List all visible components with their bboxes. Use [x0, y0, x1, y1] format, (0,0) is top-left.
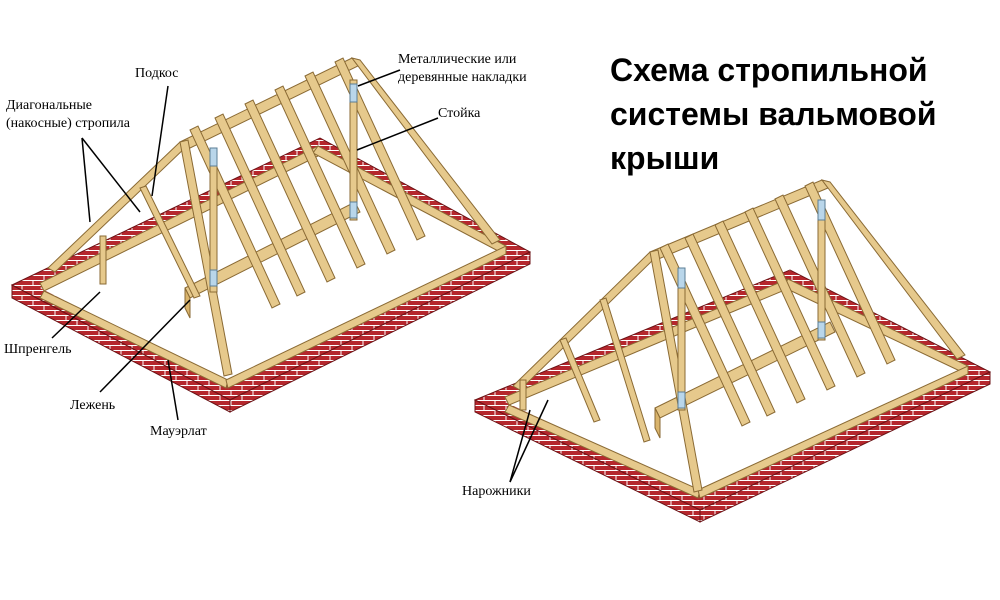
right-roof-model: [473, 179, 992, 523]
page-title: Схема стропильной системы вальмовой крыш…: [610, 48, 937, 180]
title-line-3: крыши: [610, 140, 720, 176]
right-diagonal-rafters: [512, 179, 966, 493]
label-diagonal-line2: (накосные) стропила: [6, 116, 130, 131]
leader-lines: [51, 69, 549, 483]
label-lezhen: Лежень: [70, 398, 116, 413]
label-nakladki-line2: деревянные накладки: [398, 70, 527, 85]
left-metal-plates: [209, 83, 358, 287]
label-shprengel: Шпренгель: [4, 342, 72, 357]
right-narozhniki: [559, 297, 651, 443]
left-mauerlat: [39, 145, 507, 389]
label-narozhniki: Нарожники: [462, 484, 531, 499]
right-metal-plates: [677, 199, 826, 409]
left-roof-model: [10, 57, 532, 413]
title-line-1: Схема стропильной: [610, 52, 928, 88]
left-struts: [99, 79, 358, 299]
label-nakladki-line1: Металлические или: [398, 52, 517, 67]
label-diagonal-line1: Диагональные: [6, 98, 92, 113]
label-mauerlat: Мауэрлат: [150, 424, 207, 439]
left-diagonal-rafters: [47, 57, 501, 377]
label-podkos: Подкос: [135, 66, 179, 81]
title-line-2: системы вальмовой: [610, 96, 937, 132]
label-stoyka: Стойка: [438, 106, 481, 121]
